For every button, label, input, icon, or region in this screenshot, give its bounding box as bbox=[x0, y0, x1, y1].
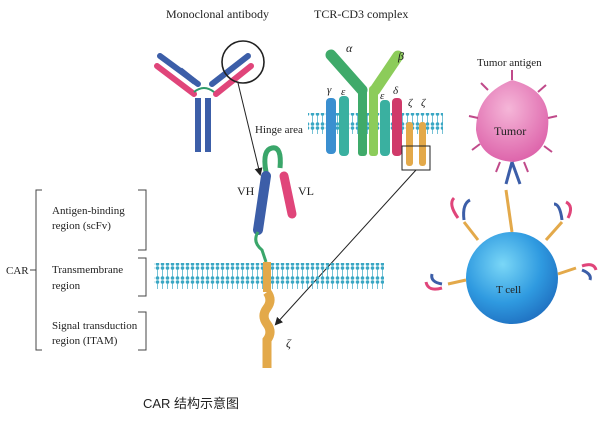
cd3-zeta-label: ζ bbox=[408, 97, 413, 109]
cd3-zeta-label: ζ bbox=[421, 97, 426, 109]
car-zeta-label: ζ bbox=[286, 336, 291, 350]
signal-transduction-sublabel: region (ITAM) bbox=[52, 335, 118, 347]
transmembrane-label: Transmembrane bbox=[52, 264, 124, 276]
figure-caption: CAR 结构示意图 bbox=[143, 396, 240, 411]
tcr-cd3-title: TCR-CD3 complex bbox=[314, 7, 409, 21]
fab-highlight-circle bbox=[221, 40, 265, 84]
signal-transduction-label: Signal transduction bbox=[52, 320, 138, 332]
car-molecule bbox=[154, 145, 384, 368]
arrow-to-scfv bbox=[237, 82, 263, 176]
monoclonal-antibody bbox=[154, 53, 254, 152]
vl-label: VL bbox=[298, 184, 314, 198]
vh-label: VH bbox=[237, 184, 255, 198]
cd3-epsilon-label: ε bbox=[380, 90, 385, 102]
antigen-binding-label: Antigen-binding bbox=[52, 205, 125, 217]
cd3-gamma-label: γ bbox=[327, 84, 332, 96]
car-label: CAR bbox=[6, 265, 29, 277]
hinge-area-label: Hinge area bbox=[255, 124, 303, 136]
transmembrane-sublabel: region bbox=[52, 280, 81, 292]
tumor-antigen-title: Tumor antigen bbox=[477, 57, 542, 69]
monoclonal-antibody-title: Monoclonal antibody bbox=[166, 7, 269, 21]
region-brackets bbox=[30, 189, 147, 351]
t-cell bbox=[424, 189, 598, 324]
arrow-to-zeta bbox=[274, 169, 417, 326]
tcr-alpha-label: α bbox=[346, 41, 353, 55]
antigen-binding-sublabel: region (scFv) bbox=[52, 220, 111, 232]
tcr-cd3-complex bbox=[308, 49, 443, 171]
tumor-label: Tumor bbox=[494, 124, 527, 138]
tcr-beta-label: β bbox=[398, 49, 404, 63]
tumor-cell bbox=[468, 70, 558, 185]
t-cell-label: T cell bbox=[496, 284, 522, 296]
cd3-delta-label: δ bbox=[393, 85, 399, 97]
cd3-epsilon-label: ε bbox=[341, 86, 346, 98]
